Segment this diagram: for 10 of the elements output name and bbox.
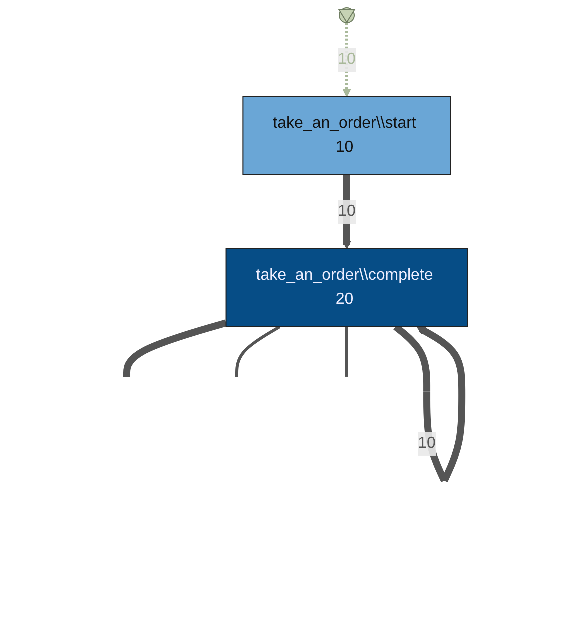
arrow: [342, 23, 352, 98]
edge-label: 10: [338, 50, 356, 68]
connector: [124, 320, 228, 377]
arrow: [342, 175, 352, 250]
edge-label: 10: [338, 202, 356, 220]
node-box: take_an_order\\complete 20: [226, 248, 468, 328]
connector: [346, 326, 349, 377]
connector: [236, 326, 281, 377]
edge-label: 10: [418, 434, 436, 452]
node-box: take_an_order\\start 10: [242, 96, 452, 176]
